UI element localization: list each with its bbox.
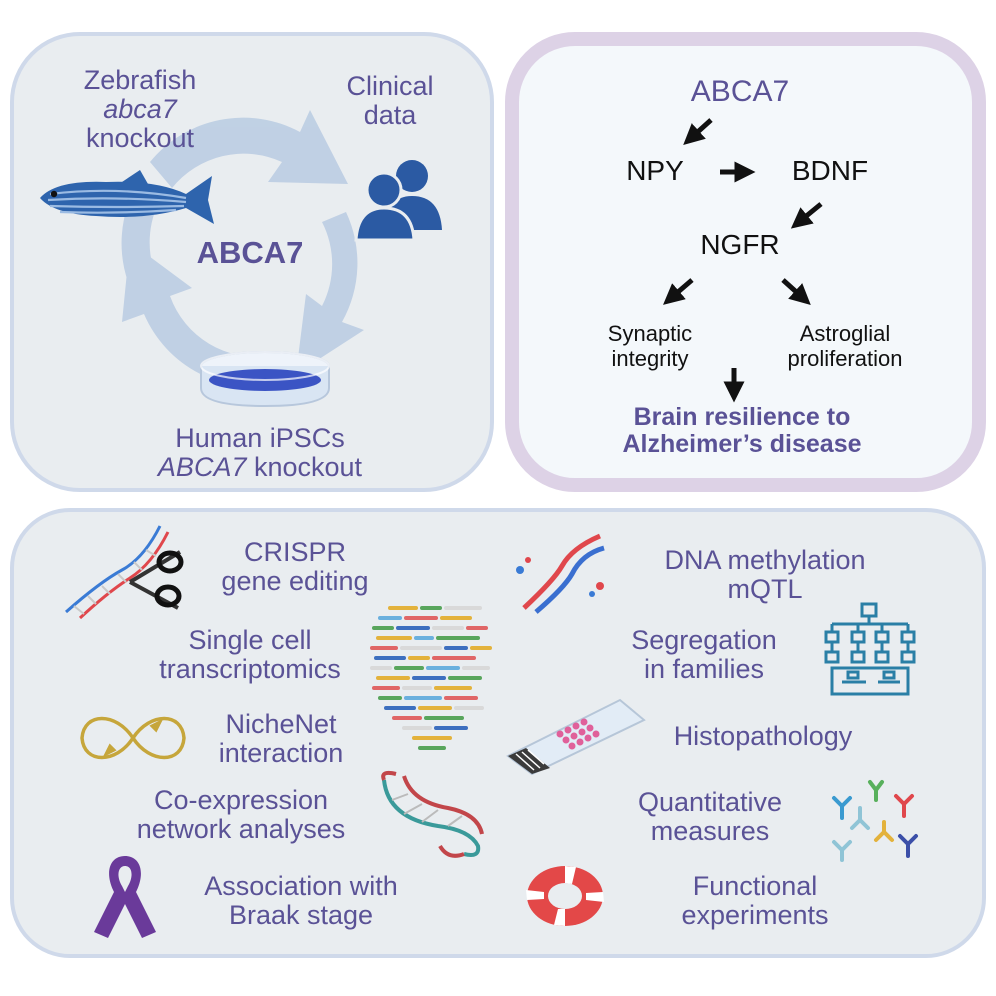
npy-label: NPY <box>626 155 684 186</box>
methods-panel <box>10 508 986 958</box>
ipsc-label: Human iPSCs ABCA7 knockout <box>157 423 363 483</box>
segregation-label: Segregation in families <box>631 625 777 684</box>
single-cell-label: Single cell transcriptomics <box>159 625 341 684</box>
purple-ribbon-icon <box>94 856 156 938</box>
crispr-label: CRISPR gene editing <box>221 537 369 596</box>
bdnf-label: BDNF <box>791 155 869 186</box>
coexpression-label: Co-expression network analyses <box>136 785 346 844</box>
histopathology-label: Histopathology <box>673 721 853 751</box>
transcriptomics-data-icon <box>370 606 492 750</box>
antibodies-icon <box>832 780 918 862</box>
ngfr-label: NGFR <box>700 229 780 260</box>
braak-label: Association with Braak stage <box>204 871 398 930</box>
brain-resilience-label: Brain resilience to Alzheimer’s disease <box>622 403 862 458</box>
nichenet-label: NicheNet interaction <box>218 709 344 768</box>
rna-strand-icon <box>381 770 484 858</box>
pathway-abca7-label: ABCA7 <box>690 75 790 108</box>
microscope-slide-icon <box>506 698 646 776</box>
functional-label: Functional experiments <box>681 871 829 930</box>
abca7-center-label: ABCA7 <box>196 235 304 270</box>
lifebuoy-icon <box>526 866 604 926</box>
clinical-data-label: Clinical data <box>346 71 434 131</box>
pathway-arrows <box>663 118 823 403</box>
astroglial-proliferation-label: Astroglial proliferation <box>787 321 903 371</box>
zebrafish-icon <box>40 170 214 224</box>
synaptic-integrity-label: Synaptic integrity <box>607 321 693 371</box>
dna-scissors-icon <box>65 525 184 620</box>
infinity-interaction-icon <box>80 716 186 760</box>
cycle-arrows-icon <box>121 110 364 387</box>
petri-dish-icon <box>200 351 330 408</box>
pathway-panel <box>505 32 986 492</box>
models-panel <box>10 32 494 492</box>
zebrafish-label: Zebrafish abca7 knockout <box>83 65 197 154</box>
dna-methylation-icon <box>516 533 605 614</box>
family-tree-icon <box>824 602 916 696</box>
dna-methylation-label: DNA methylation mQTL <box>664 545 866 604</box>
people-icon <box>354 160 442 242</box>
quantitative-label: Quantitative measures <box>637 787 783 846</box>
